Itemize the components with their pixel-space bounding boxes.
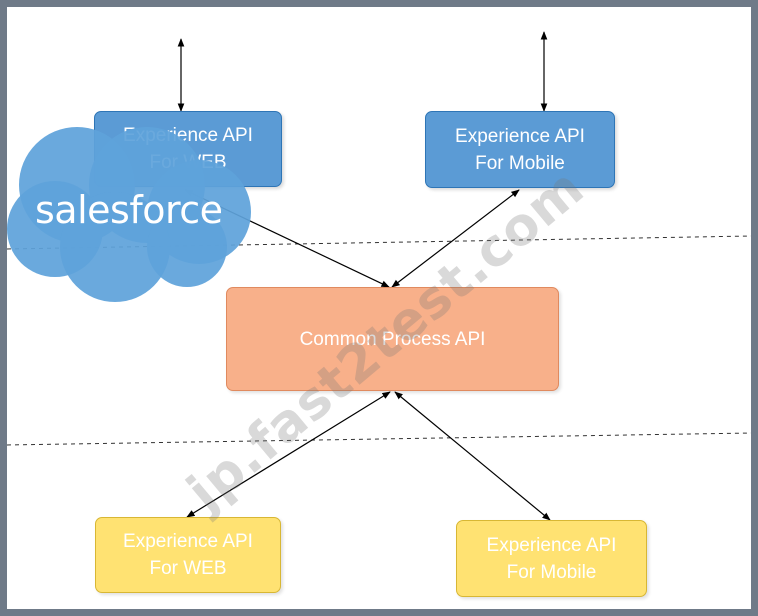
- arrow-process-to-web-bottom: [186, 391, 391, 518]
- common-process-api: Common Process API: [226, 287, 559, 391]
- box-line-1: Experience API: [455, 125, 585, 147]
- experience-api-mobile-top: Experience API For Mobile: [425, 111, 615, 188]
- box-line-1: Experience API: [486, 534, 617, 556]
- arrow-mobile-top-to-process: [391, 189, 520, 288]
- arrow-process-to-mobile-bottom: [394, 391, 551, 521]
- experience-api-web-bottom: Experience API For WEB: [95, 517, 281, 593]
- process-label: Common Process API: [299, 328, 486, 350]
- box-line-2: For Mobile: [506, 561, 597, 583]
- tier-separator-lower: [7, 432, 751, 446]
- diagram-frame: Experience API For WEB Experience API Fo…: [7, 7, 751, 609]
- experience-api-mobile-bottom: Experience API For Mobile: [456, 520, 647, 597]
- salesforce-cloud-icon: [7, 127, 251, 302]
- salesforce-logo: salesforce: [7, 7, 267, 322]
- box-line-2: For Mobile: [475, 152, 565, 174]
- salesforce-wordmark: salesforce: [35, 188, 223, 232]
- box-line-1: Experience API: [123, 531, 253, 552]
- box-line-2: For WEB: [149, 558, 227, 579]
